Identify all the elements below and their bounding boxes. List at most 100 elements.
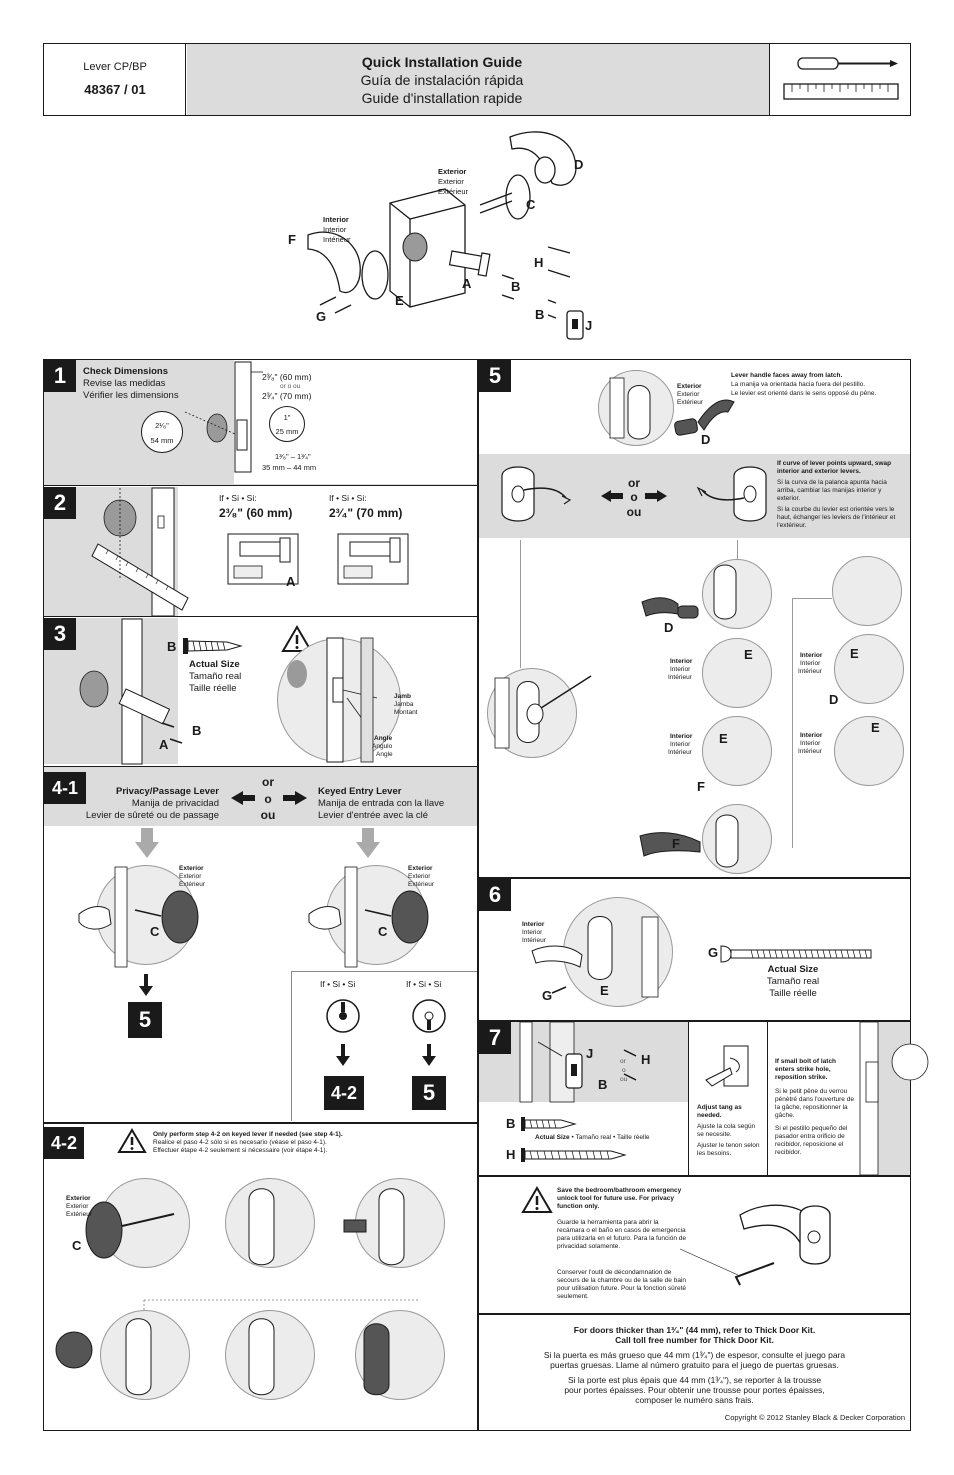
model-name: Lever CP/BP [83,61,147,73]
step6-label-g: G [542,988,553,1003]
step5-interior-fr: Intérieur [668,674,692,681]
step41-or: or [262,775,274,789]
exploded-exterior-label-en: Exterior [438,167,467,176]
step42-sequence-illustration [55,1188,419,1396]
edge-size-badge [269,406,305,442]
down-arrow-black-b [422,1044,436,1066]
step5-label-f1: F [697,779,705,794]
step6-label-g2: G [708,945,719,960]
step6-interior-en: Interior [522,921,545,928]
step6-actual-en: Actual Size [767,964,819,975]
step7-ou: ou [620,1076,628,1083]
privacy-lever-en: Privacy/Passage Lever [116,786,219,797]
step42-warn-fr: Effectuer étape 4-2 seulement si nécessa… [153,1147,328,1154]
step5-number: 5 [479,360,511,392]
step42-exterior-es: Exterior [66,1203,89,1210]
step5-detail-right2 [834,634,904,704]
edge-inches: 1" [283,413,291,422]
step1-door-edge-illustration [184,361,263,473]
step42-label-c: C [72,1238,82,1253]
step1-panel [44,360,477,486]
step5-curve-band [479,454,910,538]
privacy-install-illustration [78,866,199,968]
step5-interior2-fr: Intérieur [668,749,692,756]
step7-bottom-divider [479,1175,910,1177]
step5-detail-e2 [702,716,772,786]
angle-label-fr: Angle [376,751,393,758]
step5-interior3-fr: Intérieur [798,668,822,675]
step5-exterior-fr: Extérieur [677,399,704,406]
keyed-cylinder-icon-b [412,999,446,1033]
part-number: 48367 / 01 [84,82,146,97]
title-en: Quick Installation Guide [361,54,523,70]
header-model-cell: Lever CP/BP 48367 / 01 [44,44,186,115]
goto-step42-badge[interactable]: 4-2 [324,1076,364,1110]
step6-label-e: E [600,983,609,998]
step6-actual-es: Tamaño real [766,976,820,987]
step41-header [44,766,477,826]
privacy-exterior-en: Exterior [179,865,204,872]
backset-or: or o ou [280,383,301,390]
step5-flow-left-v [737,540,738,560]
step5-interior2-en: Interior [670,733,693,740]
step5-o: o [630,490,638,504]
lever-faces-en: Lever handle faces away from latch. [731,372,843,379]
step7-number: 7 [479,1022,511,1054]
keyed-exterior-es: Exterior [408,873,431,880]
copyright: Copyright © 2012 Stanley Black & Decker … [724,1413,905,1422]
tang-note-fr: Ajuster le tenon selon les besoins. [697,1142,760,1157]
step5-flow-lines-right [792,598,793,848]
tool-note-fr: Conserver l'outil de décondamnation de s… [557,1269,686,1300]
step7-bolt-illustration [859,1021,929,1176]
step42-warning-icon [117,1128,147,1153]
step7-col-divider-2 [767,1022,768,1175]
step42-exterior-fr: Extérieur [66,1211,93,1218]
goto-step5-badge[interactable]: 5 [128,1002,162,1038]
step3-actual-en: Actual Size [189,659,240,670]
title-fr: Guide d'installation rapide [361,90,523,106]
keyed-install-illustration [308,866,429,968]
step7-gray-area [479,1022,688,1102]
step5-label-e3: E [850,646,859,661]
step7-label-h: H [641,1052,651,1067]
backset-70: 2³⁄₄" (70 mm) [262,391,312,401]
step42-detail-1 [100,1178,190,1268]
step5-exterior-es: Exterior [677,391,700,398]
step5-interior4-en: Interior [800,732,823,739]
thick-door-es2: puertas gruesas. Llame al número gratuit… [550,1360,839,1370]
step5-label-d2: D [829,692,839,707]
step7-label-b: B [598,1077,608,1092]
keyed-label-c: C [378,924,388,939]
lever-faces-es: La manija va orientada hacia fuera del p… [731,381,866,388]
step7-col-divider-1 [688,1022,689,1175]
step7-actual-size: Actual Size • Tamaño real • Taille réell… [535,1134,650,1142]
step3-label-b-top: B [167,639,177,654]
header-tools-cell [769,44,910,115]
part-label-b2: B [535,307,545,322]
keyed-options-box [291,971,477,1121]
header-title-cell: Quick Installation Guide Guía de instala… [187,44,769,115]
step2-if1: If • Si • Si: [219,493,257,503]
part-label-j: J [585,318,593,333]
step5-interior4-es: Interior [800,740,821,747]
down-arrow-black-left [139,974,153,996]
goto-step5-badge-b[interactable]: 5 [412,1076,446,1110]
thick-door-en1: For doors thicker than 1³⁄₄" (44 mm), re… [573,1325,816,1335]
part-label-b: B [511,279,521,294]
part-label-c: C [526,197,536,212]
step5-label-e1: E [744,647,753,662]
backset-60: 2³⁄₈" (60 mm) [262,372,312,382]
step7-wood-screw-b-icon [521,1117,577,1131]
step5-detail-right1 [832,556,902,626]
privacy-lever-es: Manija de privacidad [131,798,219,809]
step7-strike-illustration [519,1021,637,1103]
edge-mm: 25 mm [275,427,299,436]
step7-actual-en: Actual Size [535,1134,570,1141]
keyed-lever-es: Manija de entrada con la llave [318,798,445,809]
part-label-d: D [574,157,584,172]
step5-attach-f-illustration [639,814,739,868]
tang-note-en: Adjust tang as needed. [697,1104,742,1119]
step42-warn-es: Realice el paso 4-2 sólo si es necesario… [153,1139,327,1146]
step5-label-e4: E [871,720,880,735]
exploded-interior-label-en: Interior [323,215,349,224]
